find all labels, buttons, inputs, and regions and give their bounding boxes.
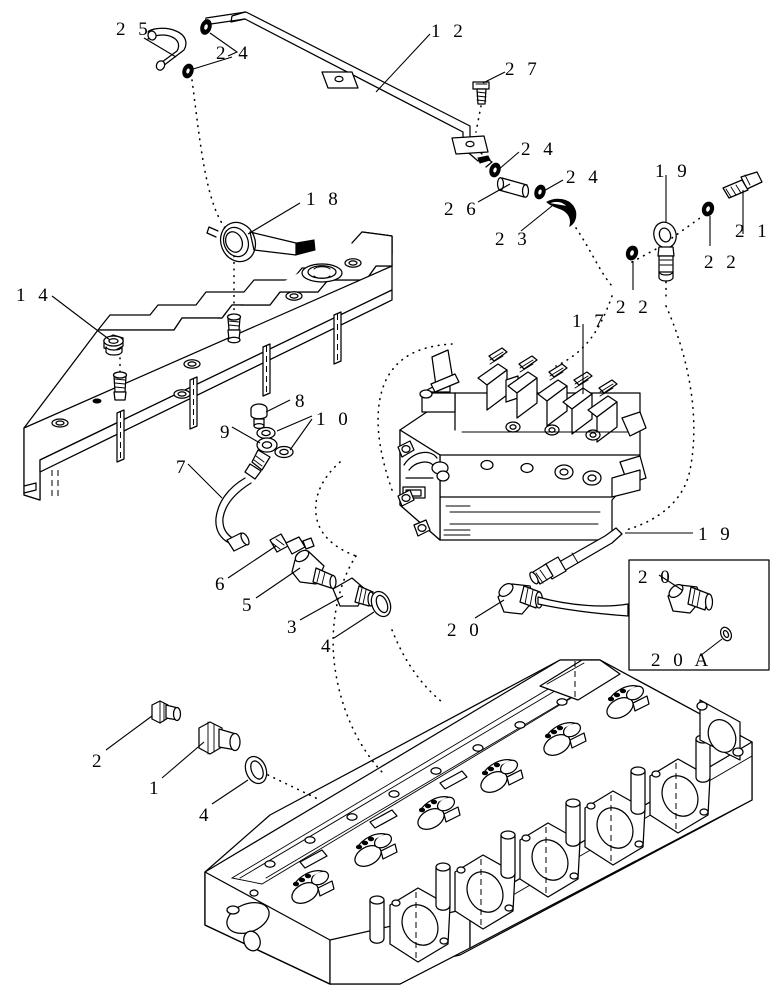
pin-26-and-washer [489, 162, 530, 198]
assembly-dotted-leaders [119, 79, 701, 801]
cylinder-head [204, 659, 753, 985]
callout-21: 2 1 [735, 221, 771, 242]
callout-22-b: 2 2 [616, 297, 652, 318]
fuel-hose-7 [215, 477, 252, 552]
banjo-assembly-19-21-22 [625, 171, 763, 282]
valve-cover-stud-left [112, 371, 128, 401]
fuel-line-19-lower [529, 527, 623, 585]
callout-23: 2 3 [495, 229, 531, 250]
callout-18: 1 8 [306, 189, 342, 210]
callout-20-inset: 2 0 [638, 567, 674, 588]
callout-24-b: 2 4 [521, 139, 557, 160]
callout-10: 1 0 [316, 409, 352, 430]
elbow-fitting-20 [497, 582, 629, 617]
callout-8: 8 [295, 391, 309, 412]
callout-7: 7 [176, 457, 190, 478]
elbow-connector-5 [291, 549, 337, 590]
seal-ring-4-upper [370, 590, 392, 618]
callout-1: 1 [149, 778, 163, 799]
clip-23-and-washer [534, 184, 577, 228]
callout-27: 2 7 [505, 59, 541, 80]
sealing-washers-24 [182, 19, 212, 79]
plug-3 [332, 577, 375, 607]
callout-9: 9 [220, 422, 234, 443]
plug-2 [151, 700, 182, 724]
callout-4-lower: 4 [199, 805, 213, 826]
valve-cover [23, 231, 393, 501]
callout-19-upper: 1 9 [655, 161, 691, 182]
callout-leader-lines [51, 32, 744, 805]
callout-22-a: 2 2 [704, 252, 740, 273]
callout-3: 3 [287, 617, 301, 638]
banjo-bolt-9 [244, 437, 278, 480]
callout-26: 2 6 [444, 199, 480, 220]
callout-20A: 2 0 A [651, 650, 713, 671]
callout-6: 6 [215, 574, 229, 595]
callout-5: 5 [242, 595, 256, 616]
callout-17: 1 7 [572, 311, 608, 332]
elbow-hose-25 [147, 27, 187, 71]
seal-ring-4-lower [244, 755, 268, 785]
banjo-fitting-8 [250, 403, 268, 430]
callout-14: 1 4 [16, 285, 52, 306]
cap-screw-27 [472, 81, 490, 105]
callout-24-a: 2 4 [216, 43, 252, 64]
callout-12: 1 2 [431, 21, 467, 42]
fuel-injection-pump-17 [397, 347, 647, 541]
callout-20-main: 2 0 [447, 620, 483, 641]
oil-filler-cap-18 [206, 221, 316, 263]
callout-4-upper: 4 [321, 636, 335, 657]
callout-2: 2 [92, 751, 106, 772]
fuel-return-tube-12 [203, 11, 493, 168]
inset-detail-box [628, 559, 770, 671]
callout-19-lower: 1 9 [698, 524, 734, 545]
plug-1 [198, 721, 241, 755]
sealing-washers-10 [256, 426, 294, 459]
callout-24-c: 2 4 [566, 167, 602, 188]
valve-cover-stud-mid [226, 313, 242, 344]
callout-25: 2 5 [116, 19, 152, 40]
